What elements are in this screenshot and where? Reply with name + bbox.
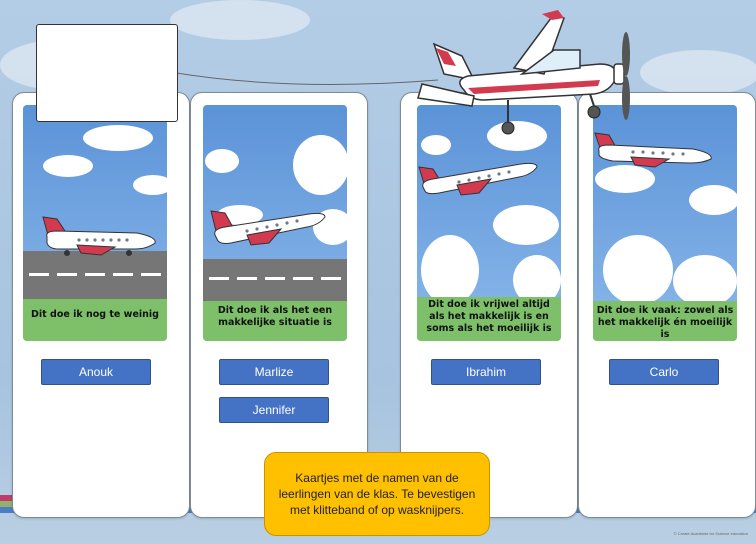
jet-plane-icon <box>210 210 326 246</box>
caption: Dit doe ik vrijwel altijd als het makkel… <box>426 299 552 334</box>
cloud <box>673 255 737 307</box>
runway-marking <box>113 273 133 276</box>
caption: Dit doe ik vaak: zowel als het makkelijk… <box>596 305 734 340</box>
cloud <box>293 135 347 195</box>
cloud <box>43 155 93 177</box>
runway-marking <box>265 277 285 280</box>
jet-plane-icon <box>42 216 156 256</box>
panel-4: Dit doe ik vaak: zowel als het makkelijk… <box>578 92 756 518</box>
cloud <box>603 235 673 305</box>
runway-marking <box>237 277 257 280</box>
runway-marking <box>57 273 77 276</box>
grass <box>593 301 737 341</box>
panel-3: Dit doe ik vrijwel altijd als het makkel… <box>400 92 578 518</box>
panel-2: Dit doe ik als het een makkelijke situat… <box>190 92 368 518</box>
scene-1: Dit doe ik nog te weinig <box>23 105 167 341</box>
blank-banner <box>36 24 178 122</box>
name-card-jennifer[interactable]: Jennifer <box>219 397 329 423</box>
jet-plane-icon <box>594 132 712 168</box>
runway-marking <box>209 277 229 280</box>
background-cloud <box>640 50 756 95</box>
runway-marking <box>321 277 341 280</box>
cloud <box>205 149 239 173</box>
background-cloud <box>170 0 310 40</box>
grass <box>23 299 167 341</box>
instruction-note: Kaartjes met de namen van de leerlingen … <box>264 452 490 536</box>
scene-2: Dit doe ik als het een makkelijke situat… <box>203 105 347 341</box>
cloud <box>595 165 655 193</box>
cloud <box>487 121 547 151</box>
panel-1: Dit doe ik nog te weinig Anouk <box>12 92 190 518</box>
name-card-marlize[interactable]: Marlize <box>219 359 329 385</box>
tow-rope <box>170 71 439 85</box>
name-card-carlo[interactable]: Carlo <box>609 359 719 385</box>
grass <box>203 301 347 341</box>
scene-4: Dit doe ik vaak: zowel als het makkelijk… <box>593 105 737 341</box>
runway-marking <box>293 277 313 280</box>
runway-marking <box>29 273 49 276</box>
cloud <box>83 125 153 151</box>
name-card-anouk[interactable]: Anouk <box>41 359 151 385</box>
grass <box>417 297 561 341</box>
scene-3: Dit doe ik vrijwel altijd als het makkel… <box>417 105 561 341</box>
propeller-plane-icon <box>417 10 630 135</box>
copyright-text: © Create Academie for Science education <box>673 531 748 536</box>
cloud <box>513 255 561 305</box>
cloud <box>421 235 479 305</box>
name-card-ibrahim[interactable]: Ibrahim <box>431 359 541 385</box>
caption: Dit doe ik nog te weinig <box>31 309 159 320</box>
runway <box>203 259 347 301</box>
runway-marking <box>85 273 105 276</box>
cloud <box>133 175 167 195</box>
runway <box>23 251 167 307</box>
caption: Dit doe ik als het een makkelijke situat… <box>217 305 333 328</box>
cloud <box>689 185 737 215</box>
cloud <box>493 205 559 245</box>
runway-marking <box>141 273 161 276</box>
jet-plane-icon <box>418 162 538 196</box>
cloud <box>421 135 451 155</box>
